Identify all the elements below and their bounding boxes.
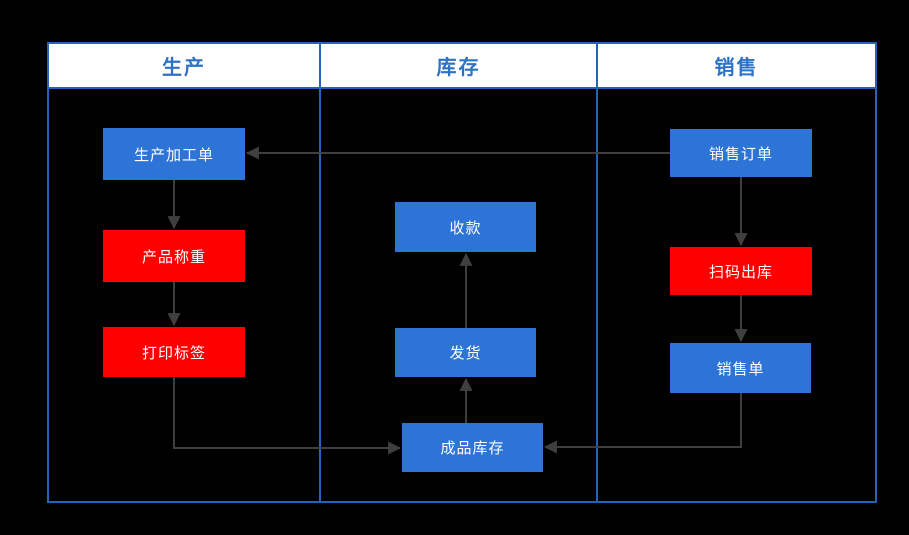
- lane-body-production: [49, 89, 321, 501]
- node-scan-outbound: 扫码出库: [670, 247, 812, 295]
- swimlane-frame: 生产 库存 销售: [47, 42, 877, 503]
- lane-body-row: [49, 89, 875, 501]
- node-sales-order: 销售订单: [670, 129, 812, 177]
- node-production-work-order: 生产加工单: [103, 128, 245, 180]
- node-receive-payment: 收款: [395, 202, 536, 252]
- lane-body-inventory: [321, 89, 598, 501]
- lane-header-sales: 销售: [714, 57, 759, 79]
- node-sales-slip: 销售单: [670, 343, 811, 393]
- lane-header-row: 生产 库存 销售: [49, 44, 875, 89]
- node-ship-goods: 发货: [395, 328, 536, 377]
- node-product-weighing: 产品称重: [103, 230, 245, 282]
- node-print-label: 打印标签: [103, 327, 245, 377]
- node-finished-goods-inventory: 成品库存: [402, 423, 543, 472]
- lane-header-production: 生产: [49, 44, 321, 87]
- lane-header-inventory: 库存: [321, 44, 598, 87]
